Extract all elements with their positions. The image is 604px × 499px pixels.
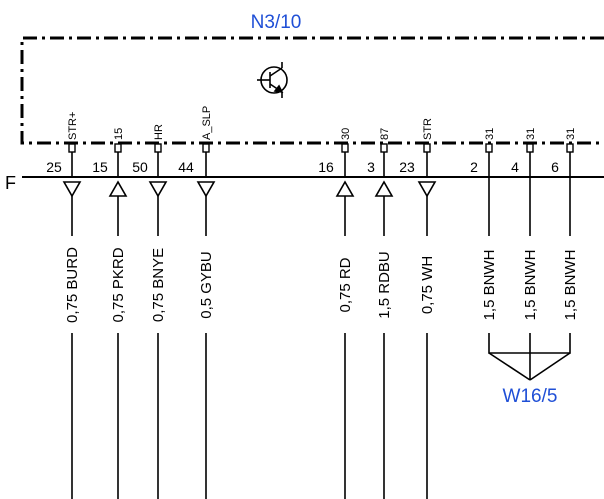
pin-terminal — [68, 143, 76, 153]
pin-terminal — [380, 143, 388, 153]
signal-direction-arrow — [335, 180, 355, 197]
pin-signal-name: A_SLP — [201, 106, 213, 140]
pin-number: 16 — [318, 159, 334, 175]
wire-label: 0,75 PKRD — [110, 247, 127, 322]
pin-column: STR 23 0,75 WH — [399, 118, 437, 499]
transistor-icon — [257, 62, 288, 98]
pin-signal-name: 31 — [565, 128, 577, 140]
pin-number: 44 — [178, 159, 194, 175]
pin-column: 30 16 0,75 RD — [318, 128, 355, 499]
pin-terminal — [114, 143, 122, 153]
pin-column: 31 2 1,5 BNWH — [470, 128, 498, 321]
pin-column: 31 4 1,5 BNWH — [511, 128, 539, 321]
pin-signal-name: STR — [422, 118, 434, 140]
ground-bus — [488, 333, 571, 354]
ground-branch-right — [529, 352, 571, 381]
pin-number: 25 — [46, 159, 62, 175]
pin-column: 15 15 0,75 PKRD — [92, 128, 128, 499]
component-label: N3/10 — [251, 12, 302, 33]
signal-direction-arrow — [196, 181, 216, 198]
pin-number: 50 — [132, 159, 148, 175]
pin-signal-name: 87 — [379, 128, 391, 140]
pin-column: STR+ 25 0,75 BURD — [46, 112, 82, 499]
ground-branch-left — [488, 352, 531, 381]
ground-label: W16/5 — [503, 386, 558, 407]
pin-terminal — [341, 143, 349, 153]
pin-signal-name: HR — [153, 124, 165, 140]
wire-label: 1,5 BNWH — [522, 250, 539, 321]
pin-group: STR+ 25 0,75 BURD 15 15 0,75 PKRD HR 50 0,75 BNY… — [46, 106, 579, 499]
pin-terminal — [526, 143, 534, 153]
wire-label: 0,75 WH — [419, 256, 436, 314]
signal-direction-arrow — [148, 181, 168, 198]
pin-column: HR 50 0,75 BNYE — [132, 124, 168, 499]
wire-label: 1,5 RDBU — [376, 251, 393, 319]
signal-direction-arrow — [108, 180, 128, 197]
pin-terminal — [202, 143, 210, 153]
pin-terminal — [154, 143, 162, 153]
pin-signal-name: STR+ — [67, 112, 79, 140]
wire-label: 0,5 GYBU — [198, 251, 215, 319]
signal-direction-arrow — [62, 181, 82, 198]
signal-direction-arrow — [374, 180, 394, 197]
pin-number: 23 — [399, 159, 415, 175]
pin-number: 3 — [367, 159, 375, 175]
signal-direction-arrow — [417, 181, 437, 198]
connector-label: F — [5, 173, 16, 193]
wire-label: 0,75 BNYE — [150, 248, 167, 322]
pin-number: 4 — [511, 159, 519, 175]
wire-label: 0,75 RD — [337, 257, 354, 312]
pin-terminal — [485, 143, 493, 153]
pin-terminal — [566, 143, 574, 153]
component-boundary — [20, 36, 604, 145]
wire-label: 1,5 BNWH — [562, 250, 579, 321]
pin-signal-name: 31 — [484, 128, 496, 140]
pin-number: 6 — [551, 159, 559, 175]
pin-column: A_SLP 44 0,5 GYBU — [178, 106, 216, 499]
pin-number: 2 — [470, 159, 478, 175]
pin-signal-name: 31 — [525, 128, 537, 140]
pin-terminal — [423, 143, 431, 153]
wire-label: 0,75 BURD — [64, 247, 81, 323]
pin-signal-name: 15 — [113, 128, 125, 140]
pin-column: 31 6 1,5 BNWH — [551, 128, 579, 321]
wire-label: 1,5 BNWH — [481, 250, 498, 321]
pin-signal-name: 30 — [340, 128, 352, 140]
pin-number: 15 — [92, 159, 108, 175]
pin-column: 87 3 1,5 RDBU — [367, 128, 394, 499]
